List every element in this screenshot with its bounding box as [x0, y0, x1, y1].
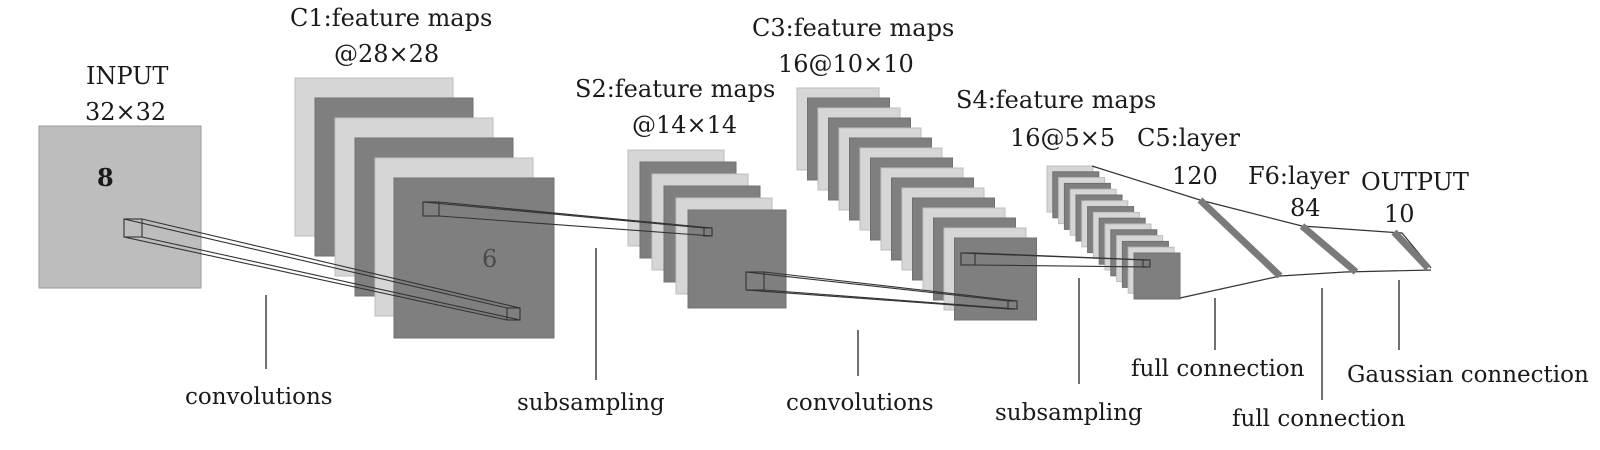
input-to-c1-ray-3 — [141, 236, 521, 321]
c1-marker: 6 — [482, 245, 497, 273]
input-receptive-field — [123, 218, 143, 238]
s2-to-c3-ray-4 — [745, 289, 1009, 310]
c1-target-unit — [506, 307, 521, 321]
output-title: OUTPUT — [1361, 168, 1469, 196]
s2-map-6 — [687, 209, 787, 309]
c3-to-s4-ray-3 — [974, 264, 1151, 268]
s2-title: S2:feature maps — [575, 75, 775, 103]
c5-title: C5:layer — [1137, 124, 1240, 152]
s2-to-c3-ray-2 — [763, 271, 1018, 302]
c1-receptive-field — [422, 201, 440, 217]
s2-size: @14×14 — [632, 111, 737, 139]
input-title: INPUT — [86, 62, 168, 90]
f6-layer-bar — [1299, 223, 1359, 275]
c3-to-s4-ray-2 — [974, 252, 1151, 261]
op3-label: convolutions — [786, 390, 934, 416]
s4-title: S4:feature maps — [956, 86, 1156, 114]
c1-map-6 — [393, 177, 555, 339]
op2-label: subsampling — [517, 390, 665, 416]
op4-label: subsampling — [995, 400, 1143, 426]
input-size: 32×32 — [85, 98, 166, 126]
s4-feature-maps: S4:feature maps 16@5×5 — [956, 86, 1181, 300]
c3-size: 16@10×10 — [778, 50, 914, 78]
s4-to-c5-funnel-bottom — [1179, 269, 1432, 299]
receptive-field-connections — [123, 201, 1151, 321]
op5-label: full connection — [1131, 356, 1305, 382]
s4-target-unit — [1142, 259, 1151, 268]
s2-receptive-field — [745, 271, 765, 291]
c1-to-s2-ray-3 — [438, 215, 713, 237]
c5-layer-bar — [1197, 197, 1283, 279]
s2-feature-maps: S2:feature maps @14×14 — [575, 75, 787, 309]
s2-target-unit — [703, 227, 713, 237]
c1-to-s2-ray-2 — [438, 201, 713, 229]
c1-to-s2-ray-1 — [422, 201, 705, 229]
c3-feature-maps: C3:feature maps 16@10×10 — [752, 14, 1037, 321]
s4-map-16 — [1133, 252, 1181, 300]
input-image — [38, 125, 202, 289]
f6-title: F6:layer — [1248, 162, 1350, 190]
c1-title: C1:feature maps — [290, 4, 492, 32]
op7-label: Gaussian connection — [1347, 362, 1589, 388]
c1-size: @28×28 — [334, 40, 439, 68]
c3-target-unit — [1007, 300, 1018, 310]
input-to-c1-ray-4 — [123, 236, 508, 321]
op6-label: full connection — [1232, 406, 1406, 432]
fully-connected-layers: C5:layer 120 F6:layer 84 OUTPUT 10 — [1091, 124, 1469, 299]
s2-to-c3-ray-1 — [745, 271, 1009, 302]
c3-title: C3:feature maps — [752, 14, 954, 42]
f6-size: 84 — [1290, 194, 1321, 222]
c5-size: 120 — [1172, 162, 1218, 190]
input-to-c1-ray-2 — [141, 218, 521, 309]
input-marker: 8 — [97, 163, 114, 192]
operation-labels: convolutions subsampling convolutions su… — [185, 248, 1589, 432]
c1-feature-maps: C1:feature maps @28×28 6 — [290, 4, 555, 339]
op1-label: convolutions — [185, 384, 333, 410]
input-layer: INPUT 32×32 8 — [38, 62, 202, 289]
s4-size: 16@5×5 — [1010, 124, 1115, 152]
input-to-c1-ray-1 — [123, 218, 508, 309]
output-size: 10 — [1384, 200, 1415, 228]
output-layer-bar — [1391, 229, 1431, 271]
s2-to-c3-ray-3 — [763, 289, 1018, 310]
